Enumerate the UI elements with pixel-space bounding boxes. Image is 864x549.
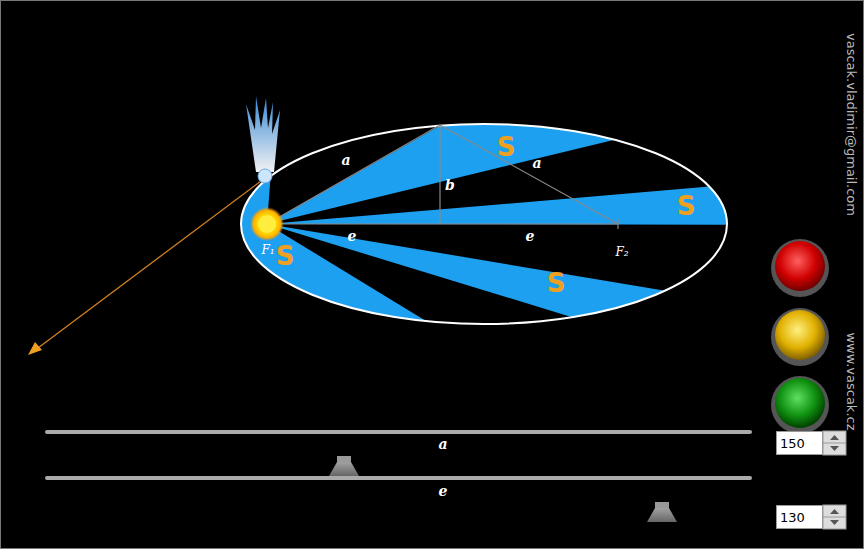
- comet-tail: [246, 96, 280, 172]
- area-label: S: [276, 241, 295, 271]
- red-button: [775, 241, 825, 291]
- slider-track: [45, 430, 752, 434]
- watermark: www.vascak.cz: [843, 332, 858, 430]
- slider-track: [45, 476, 752, 480]
- value-box: 130: [776, 505, 823, 529]
- construction-lines: [267, 125, 618, 229]
- green-button: [775, 378, 825, 428]
- area-label: S: [497, 132, 516, 162]
- sun-core: [258, 215, 276, 233]
- value-text: 150: [777, 436, 808, 451]
- focus-label: F₂: [615, 245, 628, 259]
- length-label: a: [532, 155, 541, 171]
- slider-thumb: [647, 502, 677, 522]
- orbit-ellipse: [241, 124, 727, 324]
- length-label: b: [445, 177, 455, 193]
- slider-thumb: [329, 456, 359, 476]
- area-sector: [267, 187, 727, 225]
- length-label: a: [341, 152, 350, 168]
- value-box: 150: [776, 431, 823, 455]
- length-label: e: [348, 228, 357, 244]
- area-label: S: [547, 268, 566, 298]
- area-label: S: [677, 191, 696, 221]
- vector-arrowhead: [28, 342, 42, 355]
- slider-label: e: [439, 483, 448, 499]
- yellow-button: [775, 310, 825, 360]
- length-label: e: [526, 228, 535, 244]
- velocity-vector: [38, 178, 265, 348]
- spinner: [823, 431, 846, 529]
- area-sector: [267, 224, 665, 317]
- sun: [250, 207, 284, 241]
- focus-label: F₁: [261, 243, 274, 257]
- value-text: 130: [777, 510, 808, 525]
- comet: [258, 169, 272, 183]
- watermark: vascak.vladimir@gmail.com: [844, 33, 859, 216]
- slider-label: a: [438, 436, 447, 452]
